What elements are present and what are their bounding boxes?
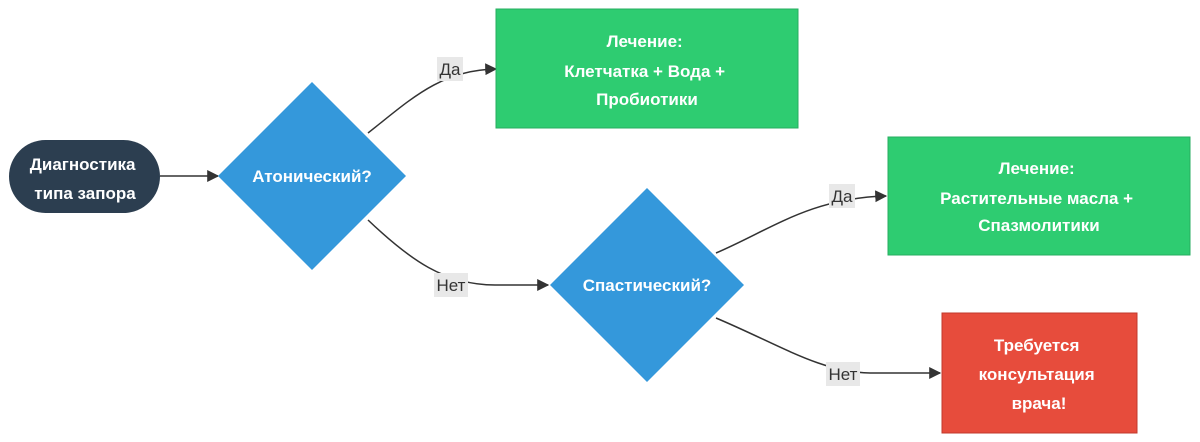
edge-atonic-yes: [367, 63, 498, 134]
edge-label-atonic-yes: Да: [437, 57, 463, 81]
edge-spastic-yes: [715, 190, 888, 254]
svg-text:Лечение: Растительные ма: Лечение: Растительные масла + Спазмолити…: [940, 159, 1138, 235]
svg-text:Диагностика типа запора: Диагностика типа запора: [30, 155, 140, 203]
edge-label-atonic-no: Нет: [434, 273, 468, 297]
treatment-atonic-node: Лечение: Клетчатка + Вода + Пробиотики: [495, 8, 799, 129]
svg-text:Да: Да: [832, 187, 854, 206]
edge-label-spastic-yes: Да: [829, 184, 855, 208]
svg-text:Нет: Нет: [437, 276, 466, 295]
decision-spastic: Спастический?: [550, 188, 744, 382]
consult-doctor-node: Требуется консультация врача!: [941, 312, 1138, 434]
decision-atonic: Атонический?: [218, 82, 406, 270]
svg-text:Атонический?: Атонический?: [252, 167, 372, 186]
edge-atonic-no: [367, 219, 550, 291]
edge-label-spastic-no: Нет: [826, 362, 860, 386]
edges: [160, 63, 942, 379]
start-node: Диагностика типа запора: [9, 140, 160, 213]
svg-text:Да: Да: [440, 60, 462, 79]
svg-text:Нет: Нет: [829, 365, 858, 384]
svg-text:Требуется консультация: Требуется консультация врача!: [979, 336, 1100, 413]
treatment-spastic-node: Лечение: Растительные масла + Спазмолити…: [887, 136, 1191, 256]
edge-spastic-no: [715, 317, 942, 379]
svg-text:Лечение: Клетчатка + Вод: Лечение: Клетчатка + Вода + Пробиотики: [564, 32, 730, 109]
svg-text:Спастический?: Спастический?: [583, 276, 712, 295]
